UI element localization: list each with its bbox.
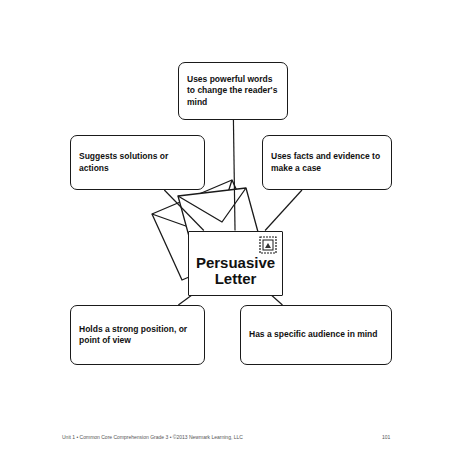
- connector-line: [265, 190, 302, 231]
- connector-line: [164, 190, 203, 231]
- feature-box: Holds a strong position, or point of vie…: [70, 305, 205, 365]
- feature-text: Uses facts and evidence to make a case: [271, 151, 383, 173]
- connector-line: [178, 296, 191, 306]
- connector-line: [272, 296, 283, 306]
- footer-credit: Unit 1 • Common Core Comprehension Grade…: [62, 434, 243, 440]
- feature-text: Holds a strong position, or point of vie…: [79, 324, 196, 346]
- feature-box: Uses facts and evidence to make a case: [262, 135, 392, 190]
- connector-line: [233, 120, 235, 231]
- envelope-flap: [178, 188, 246, 222]
- feature-box: Uses powerful words to change the reader…: [178, 62, 288, 120]
- feature-text: Has a specific audience in mind: [249, 329, 378, 340]
- feature-text: Suggests solutions or actions: [79, 151, 196, 173]
- center-title: Persuasive Letter: [195, 255, 276, 288]
- page-number: 101: [382, 434, 390, 440]
- stamp-icon: [258, 235, 278, 255]
- feature-box: Suggests solutions or actions: [70, 135, 205, 190]
- feature-text: Uses powerful words to change the reader…: [187, 74, 279, 107]
- center-letter-box: Persuasive Letter: [188, 231, 283, 296]
- feature-box: Has a specific audience in mind: [240, 305, 392, 365]
